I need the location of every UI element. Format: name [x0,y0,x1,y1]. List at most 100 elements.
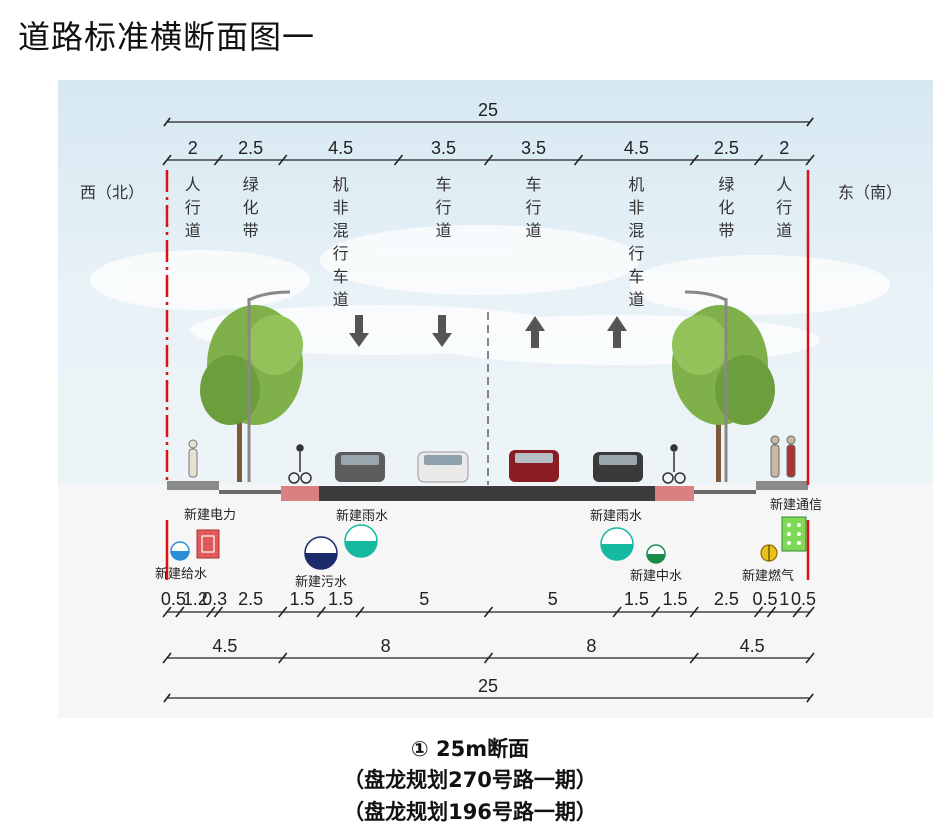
lane-label: 绿化带 [243,175,259,240]
dim-tick [213,606,224,618]
east-side-label: 东（南） [838,183,902,202]
lane-label: 人行道 [776,175,792,240]
dim-tick [689,154,699,166]
gas-pipe-label: 新建燃气 [742,568,794,584]
dim-label: 2.5 [238,589,263,609]
cyclist-left-icon [288,444,312,484]
dim-label: 0.5 [161,589,186,609]
dim-label: 5 [548,589,558,609]
lane-label: 人行道 [185,175,201,240]
car-3 [509,450,559,482]
car-2 [417,451,469,483]
cloud-background [90,225,890,365]
bottom-row2-ticks [162,652,815,664]
lane-label: 绿化带 [718,175,734,240]
lane-label: 机非混行车道 [333,175,349,309]
road-profile [167,481,808,501]
dim-tick [753,606,764,618]
bottom-total-label: 25 [478,676,498,696]
dim-tick [393,154,404,166]
dim-label: 1.5 [624,589,649,609]
dim-tick [689,652,699,664]
dim-tick [278,606,288,618]
dim-tick [206,606,216,618]
reclaimed-water-pipe-label: 新建中水 [630,568,682,584]
dim-tick [689,606,699,618]
lane-label: 车行道 [526,175,542,240]
dim-tick [278,154,288,166]
arrow-up-icon [607,316,627,348]
pedestrians-right-icon [770,435,796,478]
gas-pipe-icon [760,544,778,562]
power-pipe-icon [196,529,220,559]
dim-label: 0.5 [791,589,816,609]
dim-label: 3.5 [431,138,456,158]
dim-tick [316,606,326,618]
dim-label: 1 [779,589,789,609]
sewage-pipe-label: 新建污水 [295,574,347,590]
top-segment-ticks [162,154,815,166]
dim-tick [483,606,494,618]
top-total-label: 25 [478,100,498,120]
dim-tick [278,652,288,664]
dim-tick [162,652,172,664]
rain-pipe-left-label: 新建雨水 [336,508,388,524]
dim-tick [805,652,815,664]
dim-tick [483,652,494,664]
street-lamp-right [684,290,728,482]
cyclist-right-icon [662,444,686,484]
telecom-pipe-icon [781,516,807,552]
dim-label: 2 [779,138,789,158]
car-1 [335,452,385,482]
dim-tick [651,606,661,618]
dim-label: 4.5 [212,636,237,656]
dim-tick [213,154,224,166]
dim-label: 1.5 [290,589,315,609]
dim-label: 1.5 [662,589,687,609]
tree-left [200,305,303,482]
dim-label: 2.5 [238,138,263,158]
water-supply-pipe-icon [170,541,190,561]
dim-tick [483,154,494,166]
arrow-down-icon [349,315,369,347]
bottom-row1-ticks [162,606,815,618]
dim-label: 8 [381,636,391,656]
road-boundary-lines [165,170,810,580]
lane-labels: 人行道 绿化带 机非混行车道 车行道 车行道 机非混行车道 绿化带 人行道 [185,175,793,309]
rain-pipe-left-icon [344,524,378,558]
dim-tick [162,606,172,618]
page-title: 道路标准横断面图一 [18,18,316,56]
pedestrian-icon [188,439,198,478]
car-4 [593,452,643,482]
rain-pipe-right-label: 新建雨水 [590,508,642,524]
dim-tick [753,154,764,166]
street-lamp-left [247,290,291,482]
dim-label: 0.3 [202,589,227,609]
caption-road-196: （盘龙规划196号路一期） [343,800,597,824]
arrow-up-icon [525,316,545,348]
lane-label: 车行道 [435,175,451,240]
caption-road-270: （盘龙规划270号路一期） [343,768,597,792]
dim-label: 2.5 [714,138,739,158]
dim-tick [805,154,815,166]
dim-tick [355,606,365,618]
rain-pipe-right-icon [600,527,634,561]
arrow-down-icon [432,315,452,347]
dim-tick [162,154,172,166]
west-side-label: 西（北） [80,183,144,202]
dim-tick [612,606,622,618]
dim-label: 4.5 [740,636,765,656]
lane-label: 机非混行车道 [628,175,644,309]
dim-tick [792,606,802,618]
caption-section: ① 25m断面 [410,737,530,761]
dim-label: 4.5 [328,138,353,158]
dim-label: 5 [419,589,429,609]
water-supply-pipe-label: 新建给水 [155,566,207,582]
dim-tick [175,606,185,618]
dim-label: 3.5 [521,138,546,158]
dim-label: 2 [188,138,198,158]
dim-label: 1.5 [328,589,353,609]
